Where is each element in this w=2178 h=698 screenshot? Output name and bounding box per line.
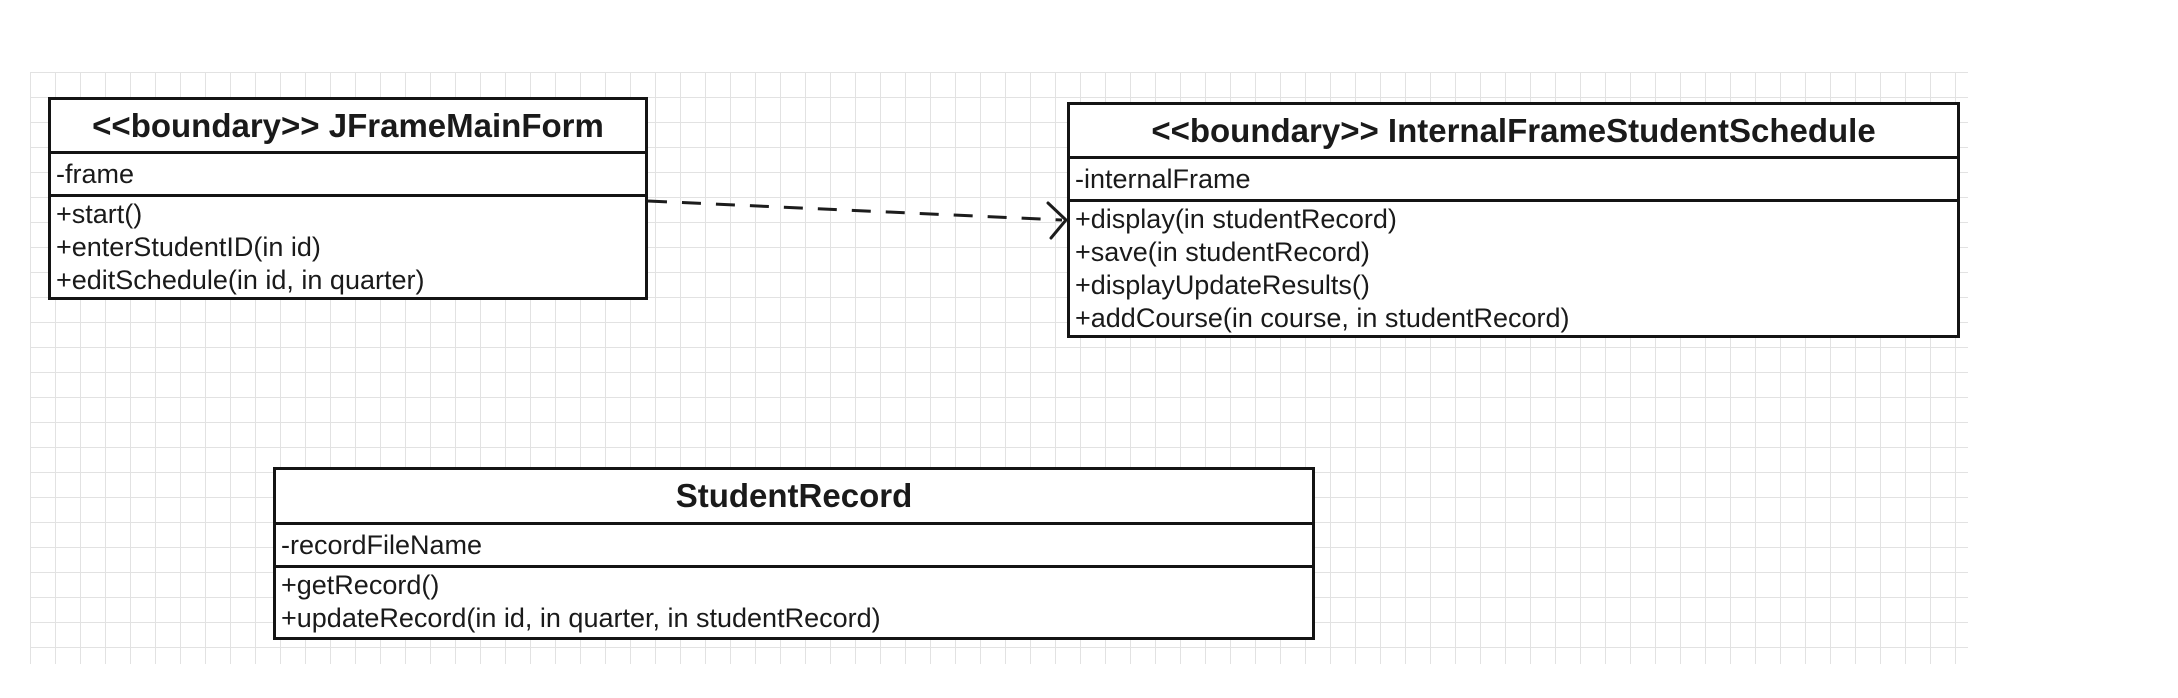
class-attribute: -recordFileName — [281, 530, 483, 560]
class-method: +updateRecord(in id, in quarter, in stud… — [281, 603, 881, 633]
class-method: +addCourse(in course, in studentRecord) — [1075, 303, 1570, 333]
class-method: +save(in studentRecord) — [1075, 237, 1370, 267]
class-method: +editSchedule(in id, in quarter) — [56, 265, 425, 295]
class-attribute: -internalFrame — [1075, 164, 1251, 194]
class-title: StudentRecord — [675, 477, 913, 514]
class-attributes-section: -internalFrame — [1070, 156, 1957, 199]
class-title: <<boundary>> InternalFrameStudentSchedul… — [1151, 112, 1876, 149]
class-method: +enterStudentID(in id) — [56, 232, 321, 262]
class-methods-section: +start() +enterStudentID(in id) +editSch… — [51, 194, 645, 297]
class-method: +start() — [56, 199, 143, 229]
class-methods-section: +getRecord() +updateRecord(in id, in qua… — [276, 565, 1312, 637]
class-method: +display(in studentRecord) — [1075, 204, 1397, 234]
class-box-studentrecord: StudentRecord -recordFileName +getRecord… — [273, 467, 1315, 640]
class-box-internalframestudentschedule: <<boundary>> InternalFrameStudentSchedul… — [1067, 102, 1960, 338]
class-box-jframemainform: <<boundary>> JFrameMainForm -frame +star… — [48, 97, 648, 300]
class-method: +displayUpdateResults() — [1075, 270, 1370, 300]
class-attribute: -frame — [56, 159, 135, 189]
class-title: <<boundary>> JFrameMainForm — [92, 107, 604, 144]
class-attributes-section: -recordFileName — [276, 522, 1312, 565]
class-attributes-section: -frame — [51, 151, 645, 194]
class-methods-section: +display(in studentRecord) +save(in stud… — [1070, 199, 1957, 335]
class-method: +getRecord() — [281, 570, 440, 600]
